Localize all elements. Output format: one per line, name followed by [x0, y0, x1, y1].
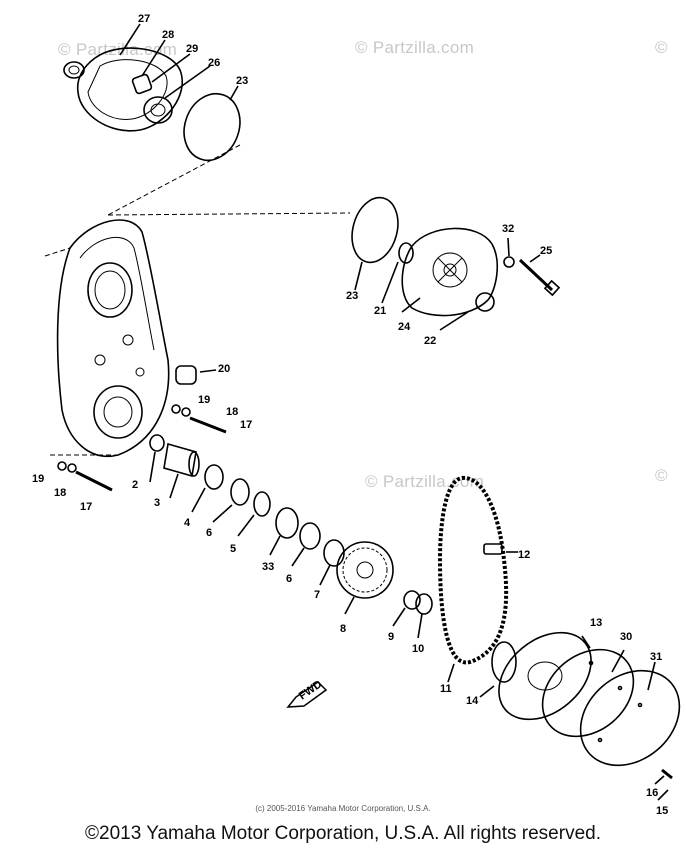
- oil-pump-body-part: [401, 227, 499, 317]
- callout-19: 19: [32, 473, 44, 485]
- callout-17: 17: [80, 501, 92, 513]
- shim-33-part: [275, 507, 299, 539]
- chain-case-part: [56, 219, 170, 458]
- callout-12: 12: [518, 549, 530, 561]
- callout-5: 5: [230, 543, 236, 555]
- fwd-label: FWD: [297, 678, 324, 702]
- callout-18: 18: [54, 487, 66, 499]
- bearing-4-part: [204, 464, 224, 490]
- callout-17: 17: [240, 419, 252, 431]
- callout-32: 32: [502, 223, 514, 235]
- callout-15: 15: [656, 805, 668, 817]
- oil-seal-part: [63, 61, 85, 79]
- case-bolt-lower-part: [75, 470, 113, 492]
- callout-23: 23: [236, 75, 248, 87]
- pump-bolt-part: [518, 258, 561, 297]
- callout-30: 30: [620, 631, 632, 643]
- outer-cover-part: [76, 47, 183, 132]
- washer-6b-part: [299, 522, 321, 550]
- callout-22: 22: [424, 335, 436, 347]
- callout-29: 29: [186, 43, 198, 55]
- callout-9: 9: [388, 631, 394, 643]
- callout-4: 4: [184, 517, 191, 529]
- washer-6-part: [230, 478, 250, 506]
- small-copyright: (c) 2005-2016 Yamaha Motor Corporation, …: [255, 804, 431, 813]
- pump-gasket-part: [475, 292, 495, 312]
- callout-19: 19: [198, 394, 210, 406]
- spacer-7-part: [323, 539, 345, 567]
- o-ring-part: [183, 92, 241, 162]
- callout-24: 24: [398, 321, 411, 333]
- sprocket-cover-part: [498, 631, 592, 721]
- callout-3: 3: [154, 497, 160, 509]
- watermark-top-center: © Partzilla.com: [355, 38, 475, 57]
- forward-arrow-icon: [286, 681, 328, 708]
- callout-25: 25: [540, 245, 552, 257]
- callout-6: 6: [206, 527, 212, 539]
- callout-14: 14: [466, 695, 479, 707]
- callout-8: 8: [340, 623, 346, 635]
- nut-part: [415, 593, 433, 615]
- callout-26: 26: [208, 57, 220, 69]
- circlip-5-part: [253, 491, 271, 517]
- damper-part: [175, 365, 197, 385]
- copyright-notice: ©2013 Yamaha Motor Corporation, U.S.A. A…: [85, 823, 601, 844]
- watermark-mid-center: © Partzilla.com: [365, 472, 485, 491]
- cover-screw-part: [661, 768, 673, 780]
- lock-washer-part: [403, 590, 421, 610]
- callout-31: 31: [650, 651, 662, 663]
- sprocket-part: [336, 541, 394, 599]
- callout-16: 16: [646, 787, 658, 799]
- callout-10: 10: [412, 643, 424, 655]
- bearing-part: [143, 96, 173, 124]
- callout-2: 2: [132, 479, 138, 491]
- o-ring-small-part: [149, 434, 165, 452]
- callout-13: 13: [590, 617, 602, 629]
- pump-seal-part: [398, 242, 414, 264]
- callout-33: 33: [262, 561, 274, 573]
- chain-joint-part: [483, 543, 503, 555]
- callout-7: 7: [314, 589, 320, 601]
- callout-18: 18: [226, 406, 238, 418]
- exploded-parts-diagram: FWD 272829262325322321242220191817219181…: [32, 13, 681, 817]
- callout-23: 23: [346, 290, 358, 302]
- plate-31-part: [579, 669, 681, 767]
- callout-20: 20: [218, 363, 230, 375]
- callout-6: 6: [286, 573, 292, 585]
- pump-o-ring-part: [351, 196, 399, 264]
- pump-washer-part: [503, 256, 515, 268]
- collar-part: [131, 73, 153, 95]
- callout-28: 28: [162, 29, 174, 41]
- callout-27: 27: [138, 13, 150, 25]
- drive-chain-part: [437, 476, 509, 665]
- callout-11: 11: [440, 683, 452, 695]
- watermark-top-right: ©: [655, 38, 668, 57]
- case-bolt-upper-part: [189, 416, 227, 434]
- shaft-collar-part: [163, 442, 200, 478]
- watermark-mid-right: ©: [655, 466, 668, 485]
- callout-21: 21: [374, 305, 386, 317]
- cover-gasket-part: [491, 641, 517, 683]
- gasket-30-part: [541, 648, 635, 738]
